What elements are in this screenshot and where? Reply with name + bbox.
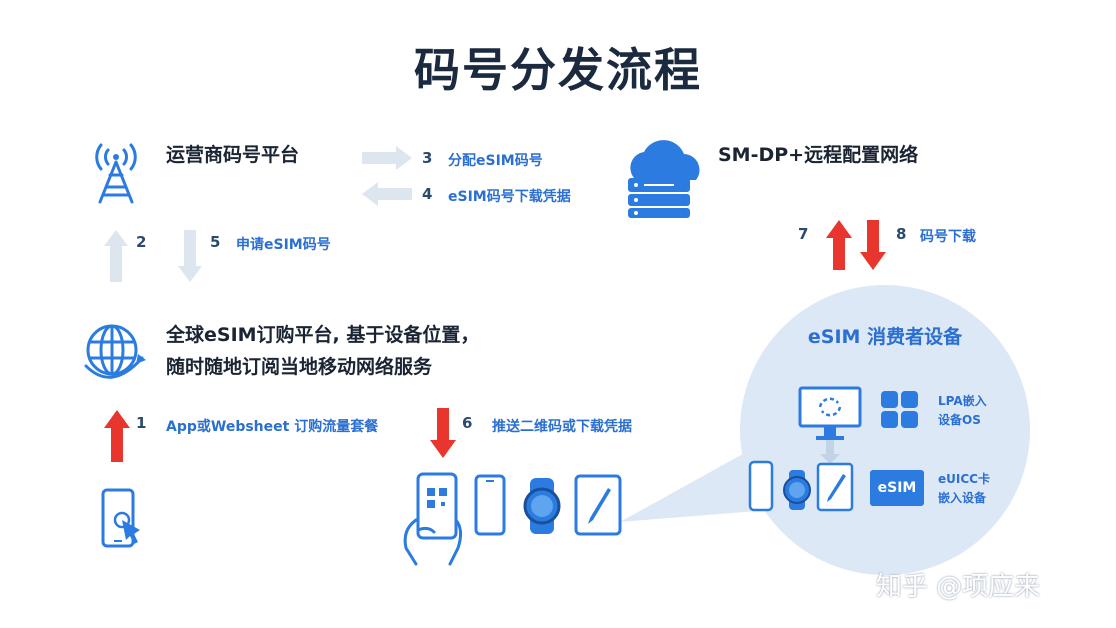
step-6-number: 6 bbox=[462, 414, 473, 432]
app-grid-icon bbox=[881, 391, 918, 428]
down-arrow-small bbox=[820, 440, 840, 464]
lpa-label-line-2: 设备OS bbox=[938, 413, 981, 427]
consumer-tablet-icon bbox=[816, 462, 854, 512]
consumer-phone-icon bbox=[748, 460, 774, 512]
monitor-sync-icon bbox=[798, 386, 862, 440]
step-2-arrow bbox=[104, 230, 128, 282]
phone-tap-icon bbox=[101, 488, 140, 548]
globe-icon bbox=[84, 324, 146, 379]
lpa-label-line-1: LPA嵌入 bbox=[938, 394, 987, 408]
step-7-number: 7 bbox=[798, 225, 809, 243]
step-1-arrow bbox=[104, 410, 130, 462]
watermark: 知乎 @项应来 bbox=[876, 572, 1041, 602]
step-8-label: 码号下载 bbox=[920, 229, 976, 245]
diagram-title: 码号分发流程 bbox=[414, 43, 702, 97]
step-6-label: 推送二维码或下载凭据 bbox=[492, 419, 632, 435]
circle-pointer bbox=[620, 450, 770, 522]
step-4-label: eSIM码号下载凭据 bbox=[448, 189, 571, 205]
step-5-number: 5 bbox=[210, 233, 221, 251]
step-1-number: 1 bbox=[136, 414, 147, 432]
step-5-arrow bbox=[178, 230, 202, 282]
step-4-number: 4 bbox=[422, 185, 433, 203]
step-1-label: App或Websheet 订购流量套餐 bbox=[166, 419, 379, 435]
consumer-device-circle bbox=[740, 285, 1030, 575]
step-8-arrow bbox=[860, 220, 886, 270]
hand-qr-phone-icon bbox=[403, 472, 463, 566]
global-platform-line-1: 全球eSIM订购平台, 基于设备位置， bbox=[166, 324, 480, 346]
step-3-arrow bbox=[362, 146, 412, 170]
consumer-device-title: eSIM 消费者设备 bbox=[807, 326, 963, 348]
step-2-number: 2 bbox=[136, 233, 147, 251]
smdp-label: SM-DP+远程配置网络 bbox=[718, 144, 919, 166]
operator-platform-label: 运营商码号平台 bbox=[166, 144, 300, 166]
step-4-arrow bbox=[362, 182, 412, 206]
tablet-pen-icon bbox=[574, 474, 622, 536]
antenna-tower-icon bbox=[95, 143, 137, 204]
step-5-label: 申请eSIM码号 bbox=[236, 237, 331, 253]
step-6-arrow bbox=[430, 408, 456, 458]
consumer-watch-icon bbox=[783, 470, 811, 510]
global-platform-line-2: 随时随地订阅当地移动网络服务 bbox=[166, 356, 433, 378]
euicc-label-line-2: 嵌入设备 bbox=[938, 491, 987, 505]
smartphone-icon bbox=[474, 474, 506, 536]
esim-chip-icon: eSIM bbox=[870, 470, 924, 506]
step-3-number: 3 bbox=[422, 149, 433, 167]
step-7-arrow bbox=[826, 220, 852, 270]
smartwatch-icon bbox=[523, 478, 561, 534]
step-8-number: 8 bbox=[896, 225, 907, 243]
cloud-server-icon bbox=[628, 140, 700, 218]
esim-chip-label: eSIM bbox=[877, 480, 917, 496]
step-3-label: 分配eSIM码号 bbox=[448, 153, 543, 169]
euicc-label-line-1: eUICC卡 bbox=[938, 472, 990, 486]
